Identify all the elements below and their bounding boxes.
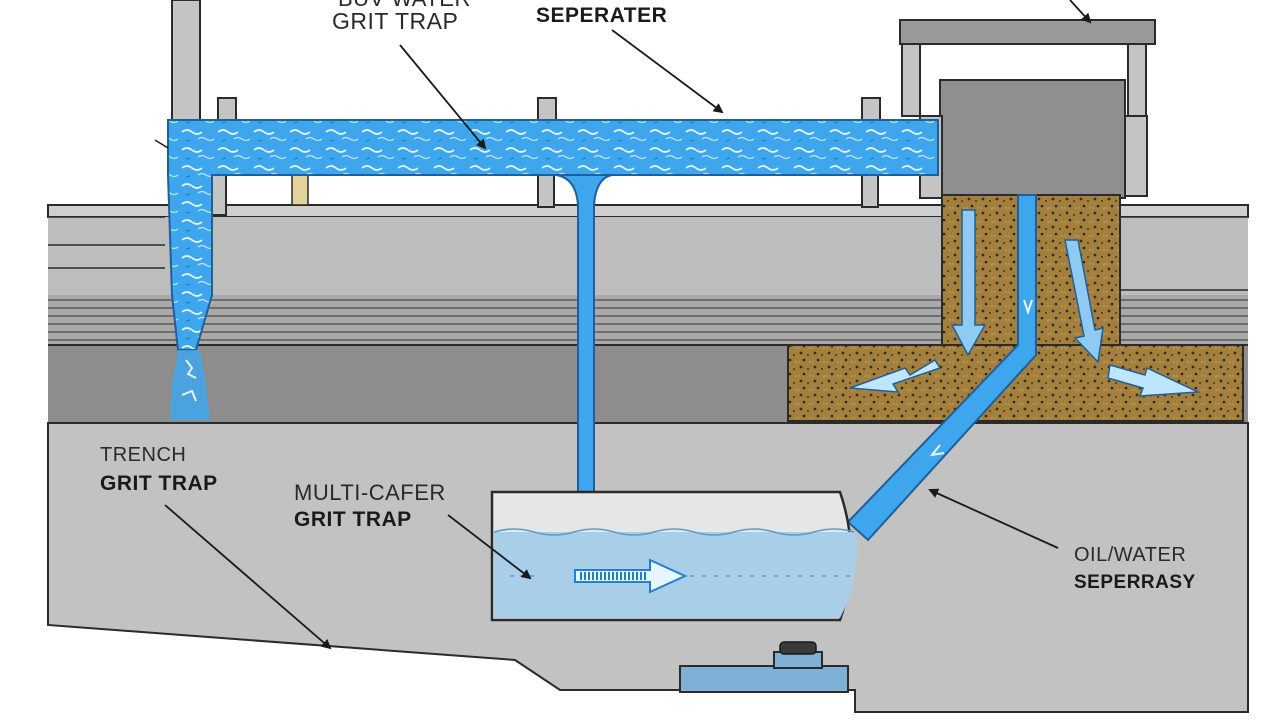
outlet-cap <box>779 641 817 655</box>
leader-line <box>447 514 532 580</box>
leader-line <box>928 488 1059 549</box>
label-multi-line2: GRIT TRAP <box>294 508 412 531</box>
right-flow-arrow <box>1107 364 1201 397</box>
leader-line <box>611 29 724 114</box>
left-tall-post <box>171 0 201 121</box>
water-system <box>167 119 1037 542</box>
leader-line <box>164 504 332 650</box>
support-posts <box>171 0 881 216</box>
main-water-channel <box>167 119 939 351</box>
trench-water-outflow <box>170 350 210 420</box>
label-top-left-line1: BUV WATER <box>338 0 471 12</box>
small-yellow-post <box>291 174 309 206</box>
label-trench-line2: GRIT TRAP <box>100 472 218 495</box>
separator-tank <box>939 79 1126 199</box>
infiltration-arrows <box>849 209 1201 397</box>
label-oil-line2: SEPERRASY <box>1074 572 1196 593</box>
label-trench-line1: TRENCH <box>100 444 187 466</box>
down-flow-arrow <box>950 209 987 357</box>
outlet-fitting <box>679 641 849 693</box>
label-top-left-line2: GRIT TRAP <box>332 8 459 34</box>
outlet-base <box>679 665 849 693</box>
leader-lines <box>154 0 1092 650</box>
left-flow-arrow <box>849 358 942 393</box>
multi-chamber-tank <box>490 490 857 622</box>
down-flow-arrow <box>1064 239 1104 364</box>
label-multi-line1: MULTI-CAFER <box>294 480 446 505</box>
leader-line <box>1069 0 1092 24</box>
diagonal-outlet-pipe <box>846 194 1037 542</box>
roof-slab <box>899 19 1156 45</box>
leader-line <box>399 44 487 150</box>
label-oil-line1: OIL/WATER <box>1074 544 1187 566</box>
label-top-center: SEPERATER <box>536 4 668 27</box>
